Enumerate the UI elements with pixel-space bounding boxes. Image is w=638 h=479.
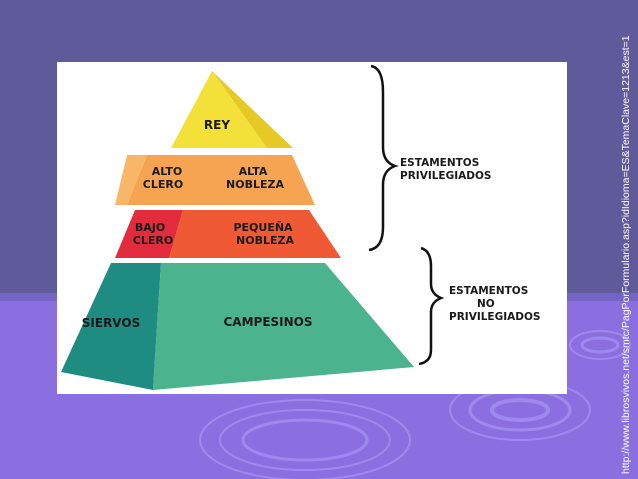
tier-campesinos <box>153 263 414 390</box>
brace-nonprivileged <box>418 246 445 366</box>
brace-privileged <box>368 64 399 252</box>
label-pequena: PEQUEÑA <box>233 221 293 234</box>
tier-siervos <box>61 263 161 390</box>
label-nonprivileged-line3: PRIVILEGIADOS <box>449 311 540 323</box>
label-nobleza-alta: NOBLEZA <box>226 178 284 191</box>
label-clero-bajo: CLERO <box>133 234 173 247</box>
label-nobleza-pequena: NOBLEZA <box>236 234 294 247</box>
label-privileged-line2: PRIVILEGIADOS <box>400 170 491 182</box>
label-alto: ALTO <box>152 165 183 178</box>
tier-rey-side <box>212 71 293 148</box>
tier-rey-face <box>171 71 267 148</box>
label-clero-alto: CLERO <box>143 178 183 191</box>
tier-alto-side <box>115 155 147 205</box>
source-url-text: http://www.librosvivos.net/smtc/PagPorFo… <box>620 35 632 474</box>
estate-pyramid-diagram: REY ALTO CLERO ALTA NOBLEZA BAJO CLERO P… <box>61 64 540 390</box>
label-rey: REY <box>204 118 230 132</box>
label-alta: ALTA <box>239 165 268 178</box>
label-privileged-line1: ESTAMENTOS <box>400 157 479 169</box>
tier-bajo-clero <box>115 210 183 258</box>
tier-pequena-nobleza <box>169 210 341 258</box>
label-siervos: SIERVOS <box>82 316 140 330</box>
label-nonprivileged-line1: ESTAMENTOS <box>449 285 528 297</box>
tier-alto-face <box>127 155 315 205</box>
label-nonprivileged-line2: NO <box>477 298 495 310</box>
label-bajo: BAJO <box>135 221 165 234</box>
label-campesinos: CAMPESINOS <box>223 315 312 329</box>
diagram-panel: REY ALTO CLERO ALTA NOBLEZA BAJO CLERO P… <box>57 62 567 394</box>
